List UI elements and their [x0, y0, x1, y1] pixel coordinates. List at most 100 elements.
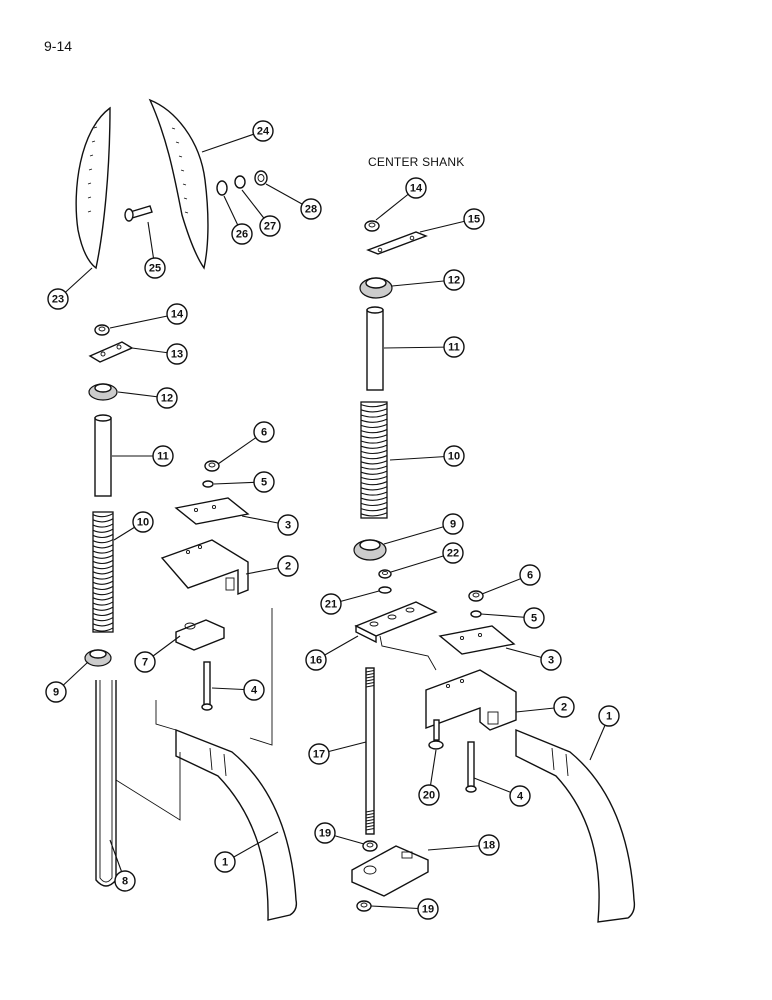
callout-17: 17	[308, 741, 367, 765]
callout-number: 14	[410, 183, 423, 195]
plate-3-right-part	[438, 625, 516, 655]
callout-28: 28	[265, 183, 322, 220]
callout-number: 2	[285, 561, 291, 573]
callout-number: 20	[423, 790, 435, 802]
callout-14: 14	[375, 177, 427, 221]
callout-number: 22	[447, 548, 459, 560]
callout-16: 16	[305, 635, 359, 671]
lockwasher-27-part	[234, 175, 246, 189]
callout-19: 19	[314, 822, 365, 845]
bracket-2-right-part	[425, 669, 517, 731]
nut-28-part	[254, 170, 268, 186]
rod-17-part	[365, 667, 375, 835]
callout-11: 11	[112, 445, 174, 467]
nut-6-right-part	[468, 590, 484, 602]
callout-number: 3	[285, 520, 291, 532]
callout-number: 7	[142, 657, 148, 669]
callout-13: 13	[131, 343, 188, 365]
callout-12: 12	[117, 387, 178, 409]
callout-number: 11	[157, 451, 169, 463]
nut-22-part	[378, 569, 392, 579]
callout-number: 23	[52, 294, 64, 306]
clamp-7-part	[175, 619, 225, 651]
page-number: 9-14	[44, 38, 73, 54]
cap-9-center-part	[353, 539, 387, 561]
nut-19-upper-part	[362, 840, 378, 852]
callout-2: 2	[245, 555, 299, 577]
callout-23: 23	[47, 267, 93, 310]
callout-number: 5	[531, 613, 537, 625]
callout-19: 19	[370, 898, 439, 920]
callout-number: 6	[527, 570, 533, 582]
bolt-4-right-part	[465, 741, 477, 793]
callout-12: 12	[391, 269, 465, 291]
callout-number: 14	[171, 309, 184, 321]
callout-5: 5	[213, 471, 275, 493]
callout-1: 1	[589, 705, 620, 761]
callout-number: 12	[448, 275, 460, 287]
washer-21-part	[378, 586, 392, 594]
callout-3: 3	[241, 514, 299, 536]
callout-11: 11	[383, 336, 465, 358]
nut-14-left-part	[94, 324, 110, 336]
plate-3-left-part	[174, 497, 250, 525]
callout-10: 10	[389, 445, 465, 467]
callout-2: 2	[515, 696, 575, 718]
callout-number: 10	[448, 451, 460, 463]
plate-13-part	[88, 341, 134, 363]
rod-11-center-part	[366, 306, 384, 391]
callout-5: 5	[480, 607, 545, 629]
callout-number: 21	[325, 599, 337, 611]
callout-number: 5	[261, 477, 267, 489]
shovel-right-part	[148, 98, 209, 270]
callout-7: 7	[134, 635, 181, 673]
callout-number: 24	[257, 126, 270, 138]
callout-number: 10	[137, 517, 149, 529]
lockwasher-5-right-part	[470, 610, 482, 618]
plate-16-part	[354, 601, 438, 644]
callout-number: 25	[149, 263, 161, 275]
callout-6: 6	[217, 421, 275, 465]
callout-4: 4	[211, 679, 265, 701]
callout-number: 11	[448, 342, 460, 354]
leader-lines-center	[379, 635, 437, 671]
nut-19-lower-part	[356, 900, 372, 912]
bolt-20-part	[428, 719, 444, 750]
bolt-25-part	[124, 205, 153, 222]
callout-3: 3	[505, 647, 562, 671]
callout-14: 14	[109, 303, 188, 329]
callout-25: 25	[144, 221, 166, 279]
callout-27: 27	[241, 189, 281, 237]
callout-number: 12	[161, 393, 173, 405]
callout-9: 9	[383, 513, 464, 545]
u-bolt-8-part	[95, 680, 117, 887]
callout-number: 6	[261, 427, 267, 439]
callout-number: 8	[122, 876, 128, 888]
rod-11-left-part	[94, 414, 112, 497]
callout-20: 20	[418, 749, 440, 806]
callout-18: 18	[427, 834, 500, 856]
spring-10-center-part	[360, 401, 388, 519]
callout-number: 17	[313, 749, 325, 761]
callout-number: 26	[236, 229, 248, 241]
callout-21: 21	[320, 590, 380, 615]
callout-number: 27	[264, 221, 276, 233]
bolt-4-left-part	[201, 661, 213, 711]
nut-6-left-part	[204, 460, 220, 472]
callout-number: 2	[561, 702, 567, 714]
callout-1: 1	[214, 831, 279, 873]
cap-9-left-part	[84, 649, 112, 667]
callout-26: 26	[223, 195, 253, 245]
callout-15: 15	[419, 208, 485, 233]
callout-number: 9	[450, 519, 456, 531]
spring-10-left-part	[92, 511, 114, 633]
shank-1-right-part	[515, 728, 636, 923]
nut-14-center-part	[364, 220, 380, 232]
leader-lines-left	[115, 608, 273, 821]
callout-22: 22	[390, 542, 464, 573]
callout-number: 15	[468, 214, 480, 226]
callout-number: 18	[483, 840, 495, 852]
bracket-18-part	[351, 845, 429, 897]
callout-number: 1	[222, 857, 228, 869]
